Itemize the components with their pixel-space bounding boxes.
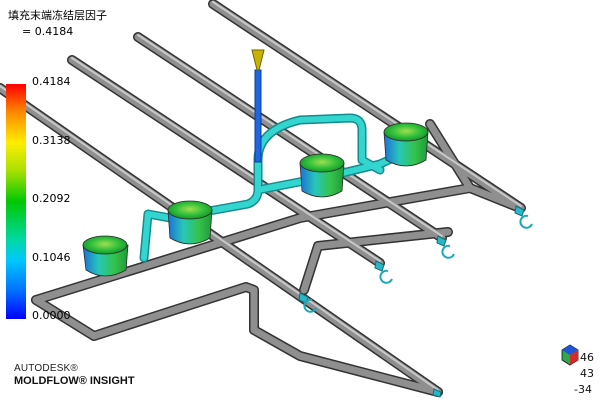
connector-icon	[514, 205, 525, 217]
cavity-3	[299, 153, 345, 198]
cavity-1	[82, 235, 129, 277]
triad-value-2: 43	[580, 367, 594, 380]
connector-icon	[374, 260, 385, 272]
legend-tick-max: 0.4184	[32, 75, 71, 88]
autodesk-logo: AUTODESK®	[14, 363, 78, 374]
legend-tick-min: 0.0000	[32, 309, 71, 322]
connector-icon	[519, 214, 533, 229]
legend-tick-2: 0.3138	[32, 134, 71, 147]
sprue	[251, 49, 265, 163]
axis-triad-icon	[561, 344, 579, 366]
moldflow-insight-logo: MOLDFLOW® INSIGHT	[14, 375, 135, 387]
connector-icon	[303, 298, 317, 313]
cavity-4	[383, 122, 429, 167]
color-legend-bar	[6, 84, 26, 319]
connector-icon	[441, 244, 455, 259]
cavity-2	[167, 200, 213, 245]
connector-icon	[436, 235, 447, 247]
cooling-channels	[0, 0, 526, 397]
connector-icon	[379, 269, 393, 284]
cooling-connectors	[298, 205, 533, 398]
legend-tick-3: 0.2092	[32, 192, 71, 205]
legend-tick-4: 0.1046	[32, 251, 71, 264]
result-max-value: = 0.4184	[22, 25, 74, 38]
triad-value-3: -34	[574, 383, 592, 396]
triad-value-1: 46	[580, 351, 594, 364]
result-title: 填充末端冻结层因子	[8, 9, 107, 22]
injection-cone-icon	[251, 49, 265, 71]
molded-parts	[82, 122, 429, 277]
connector-icon	[432, 388, 442, 398]
